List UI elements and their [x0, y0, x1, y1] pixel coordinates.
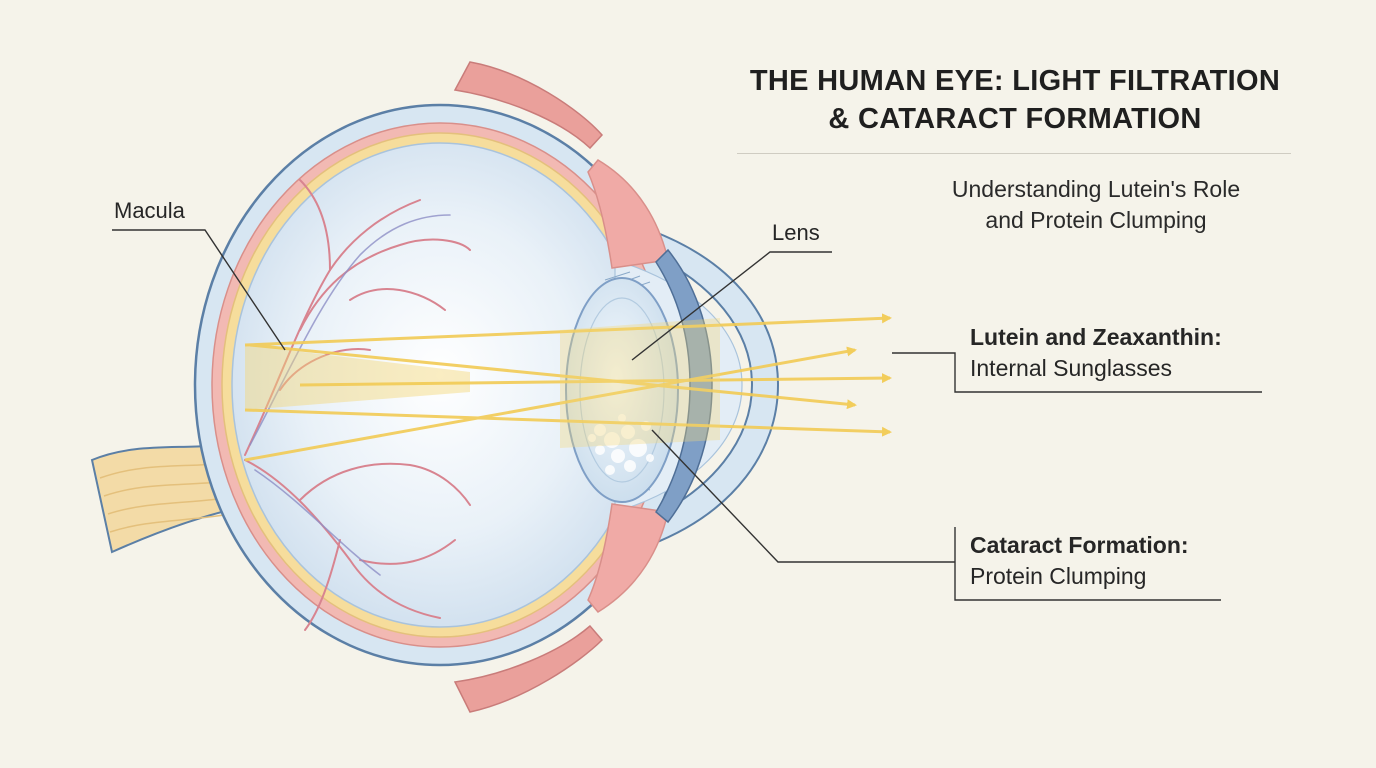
lens-leader: [631, 251, 832, 361]
cataract-clumps: [588, 414, 654, 475]
title-line-1: THE HUMAN EYE: LIGHT FILTRATION: [749, 65, 1281, 97]
cataract-callout-text: Protein Clumping: [970, 563, 1147, 589]
lutein-callout-text: Internal Sunglasses: [970, 355, 1173, 381]
iris: [655, 248, 713, 524]
lutein-callout-heading: Lutein and Zeaxanthin:: [970, 324, 1222, 350]
lens-shape: [565, 277, 679, 503]
subtitle-line-1: Understanding Lutein's Role: [951, 176, 1241, 202]
cataract-box-line: [954, 527, 1221, 601]
subtitle-line-2: and Protein Clumping: [985, 207, 1207, 233]
light-ray-beam: [560, 318, 720, 448]
title-divider: [737, 153, 1291, 154]
title-line-2: & CATARACT FORMATION: [828, 103, 1202, 135]
macula-leader: [112, 229, 286, 351]
blood-vessels: [244, 179, 471, 631]
lutein-callout: Lutein and Zeaxanthin: Internal Sunglass…: [970, 322, 1222, 384]
subtitle: Understanding Lutein's Role and Protein …: [880, 174, 1312, 236]
upper-muscle: [453, 61, 604, 150]
cataract-callout-heading: Cataract Formation:: [970, 532, 1189, 558]
lens-inner: [579, 297, 665, 483]
light-rays: [244, 313, 892, 462]
light-ray-wedge-left: [245, 345, 470, 410]
page-title: THE HUMAN EYE: LIGHT FILTRATION & CATARA…: [700, 62, 1330, 138]
cataract-leader: [651, 429, 955, 563]
lower-muscle: [453, 624, 604, 713]
optic-nerve-fibers: [99, 459, 251, 533]
lutein-leader: [892, 352, 1262, 393]
cataract-callout: Cataract Formation: Protein Clumping: [970, 530, 1189, 592]
lens-label: Lens: [772, 220, 820, 245]
leader-lines: [112, 229, 1262, 601]
veins: [249, 214, 451, 576]
macula-label: Macula: [114, 198, 185, 223]
